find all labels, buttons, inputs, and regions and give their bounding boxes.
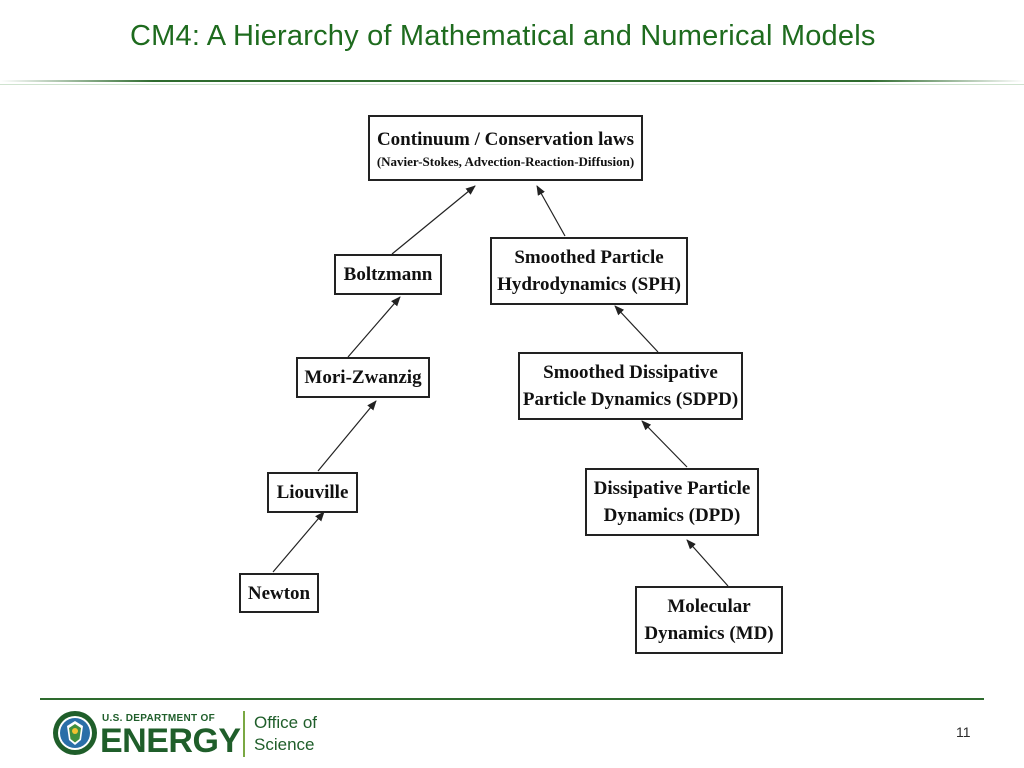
node-sph-line2: Hydrodynamics (SPH) [497, 274, 681, 295]
arrow-sdpd-to-sph [614, 305, 659, 353]
doe-seal-icon [53, 711, 97, 755]
arrow-md-to-dpd [686, 539, 729, 587]
footer-divider [40, 698, 984, 700]
office-of-science-text: Office of Science [254, 712, 317, 756]
office-line-2: Science [254, 735, 315, 754]
arrow-newton-to-liouville [272, 511, 325, 573]
slide-title: CM4: A Hierarchy of Mathematical and Num… [130, 20, 876, 52]
node-sph-line1: Smoothed Particle [514, 247, 664, 268]
logo-divider [243, 711, 245, 757]
office-line-1: Office of [254, 713, 317, 732]
arrow-boltzmann-to-continuum [391, 185, 476, 255]
node-sdpd-line2: Particle Dynamics (SDPD) [522, 389, 739, 410]
doe-department-text: U.S. DEPARTMENT OF [102, 713, 215, 724]
node-dpd-line2: Dynamics (DPD) [603, 505, 741, 526]
node-sph: Smoothed Particle Hydrodynamics (SPH) [490, 237, 688, 305]
node-continuum-label: Continuum / Conservation laws [376, 128, 635, 150]
doe-energy-wordmark: ENERGY [100, 722, 241, 760]
node-liouville: Liouville [267, 472, 358, 513]
node-md-line1: Molecular [667, 596, 751, 617]
node-dpd-line1: Dissipative Particle [593, 478, 751, 499]
title-divider [0, 80, 1024, 85]
page-number: 11 [956, 724, 971, 740]
node-md-line2: Dynamics (MD) [644, 623, 774, 644]
arrow-mori-zwanzig-to-boltzmann [347, 296, 401, 358]
arrow-liouville-to-mori-zwanzig [317, 400, 377, 472]
arrow-dpd-to-sdpd [641, 420, 688, 468]
node-sdpd: Smoothed Dissipative Particle Dynamics (… [518, 352, 743, 420]
node-continuum: Continuum / Conservation laws (Navier-St… [368, 115, 643, 181]
node-dpd: Dissipative Particle Dynamics (DPD) [585, 468, 759, 536]
node-liouville-label: Liouville [276, 482, 349, 503]
node-mori-zwanzig: Mori-Zwanzig [296, 357, 430, 398]
node-boltzmann: Boltzmann [334, 254, 442, 295]
node-newton-label: Newton [247, 582, 311, 604]
node-boltzmann-label: Boltzmann [343, 264, 433, 285]
node-md: Molecular Dynamics (MD) [635, 586, 783, 654]
node-continuum-sublabel: (Navier-Stokes, Advection-Reaction-Diffu… [376, 153, 635, 169]
arrow-sph-to-continuum [536, 185, 566, 237]
node-newton: Newton [239, 573, 319, 613]
node-mori-zwanzig-label: Mori-Zwanzig [304, 367, 422, 388]
node-sdpd-line1: Smoothed Dissipative [543, 362, 718, 383]
